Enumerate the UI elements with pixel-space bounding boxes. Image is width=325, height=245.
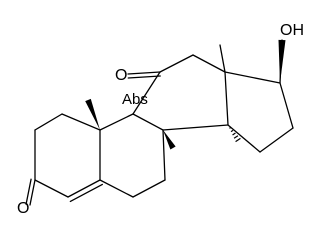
bond-c7-c8 <box>162 129 166 181</box>
bond-c11-c12 <box>159 54 194 73</box>
bond-c14-c8 <box>162 124 229 131</box>
bond-c3-o3 <box>29 179 36 206</box>
bond-c9-c11 <box>132 71 161 115</box>
bond-c15-c16 <box>259 127 294 153</box>
bond-c16-c17 <box>279 82 294 129</box>
bond-c9-c10 <box>99 113 134 131</box>
c10-methyl-wedge <box>85 98 100 130</box>
bond-c3-c4 <box>34 179 69 198</box>
bond-c5-c6 <box>99 179 134 198</box>
bond-c8-c9 <box>132 113 164 131</box>
c14-h-hashed-hash <box>235 137 241 143</box>
double-bond-c3-o3 <box>25 178 32 205</box>
bond-c12-c13 <box>192 54 226 73</box>
molecule-canvas: O O OH Abs <box>17 22 304 217</box>
bond-c10-c1 <box>61 113 101 131</box>
double-bond-c4-c5 <box>69 183 103 203</box>
steroid-structure-diagram: O O OH Abs <box>17 22 304 217</box>
bond-c14-c15 <box>227 124 261 153</box>
bond-c1-c2 <box>34 113 63 131</box>
bond-c6-c7 <box>132 179 166 198</box>
c9-substituent-label: Abs <box>122 91 148 108</box>
c8-h-wedge <box>163 130 176 150</box>
double-bond-c11-o11 <box>127 75 161 79</box>
c17-hydroxyl-label: OH <box>280 22 304 39</box>
c11-ketone-oxygen-label: O <box>115 67 127 84</box>
bond-c11-o11 <box>127 71 161 75</box>
bond-c4-c5 <box>67 179 101 198</box>
c14-h-hashed-hash <box>230 129 234 133</box>
bond-c13-c18 <box>219 44 226 73</box>
c14-h-hashed-hash <box>229 127 231 129</box>
c3-ketone-oxygen-label: O <box>17 200 29 217</box>
c14-h-hashed-hash <box>232 132 236 136</box>
stereo-bonds <box>85 39 286 150</box>
bond-c17-c13 <box>224 71 281 84</box>
bond-c13-c14 <box>224 71 229 126</box>
bond-lines <box>25 39 294 206</box>
c14-h-hashed-hash <box>233 135 239 139</box>
c17-oh-wedge <box>278 39 286 83</box>
